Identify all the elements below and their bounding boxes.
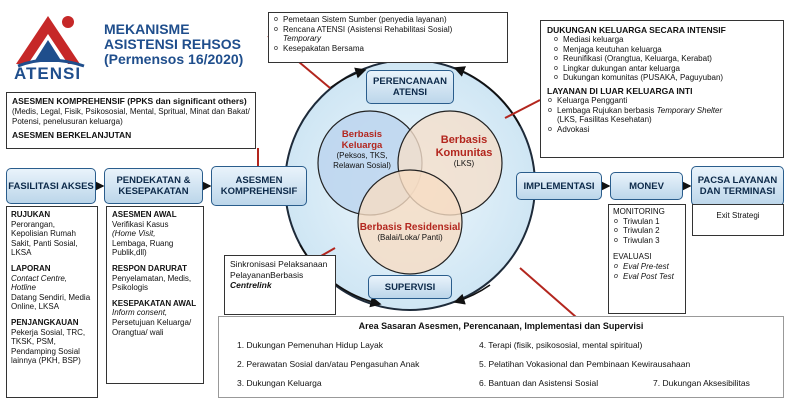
venn-residensial-sub: (Balai/Loka/ Panti) <box>377 233 443 242</box>
venn-komunitas-title: Berbasis Komunitas <box>435 134 493 159</box>
kesepakatan-awal-italic: Inform consent, <box>112 308 168 318</box>
logo-figure-icon <box>16 16 85 68</box>
area-item-1: 1. Dukungan Pemenuhan Hidup Layak <box>237 340 384 350</box>
dukungan-item-3: Reunifikasi (Orangtua, Keluarga, Kerabat… <box>553 54 777 64</box>
venn-residensial-title: Berbasis Residensial <box>359 222 461 233</box>
flow-supervisi: SUPERVISI <box>368 275 452 299</box>
logo-text: ATENSI <box>14 64 82 83</box>
triwulan-3: Triwulan 3 <box>613 236 681 246</box>
perencanaan-item-2-text: Rencana ATENSI (Asistensi Rehabilitasi S… <box>283 24 453 34</box>
kesepakatan-awal-heading: KESEPAKATAN AWAL <box>112 298 197 308</box>
layanan-item-2: Lembaga Rujukan berbasis Temporary Shelt… <box>547 106 777 125</box>
perencanaan-item-1: Pemetaan Sistem Sumber (penyedia layanan… <box>273 15 503 25</box>
venn-keluarga-label: Berbasis Keluarga (Peksos, TKS, Relawan … <box>322 129 402 170</box>
venn-komunitas-sub: (LKS) <box>453 159 475 168</box>
penjangkauan-heading: PENJANGKAUAN <box>11 317 79 327</box>
area-item-4: 4. Terapi (fisik, psikososial, mental sp… <box>479 340 643 350</box>
respon-darurat-heading: RESPON DARURAT <box>112 263 187 273</box>
rujukan-text: Perorangan, Kepolisian Rumah Sakit, Pant… <box>11 219 78 258</box>
asesmen-heading-2: ASESMEN BERKELANJUTAN <box>12 130 132 141</box>
evaluasi-heading: EVALUASI <box>613 252 652 262</box>
layanan-item-2-em: Temporary Shelter <box>656 105 723 115</box>
venn-komunitas-label: Berbasis Komunitas (LKS) <box>424 134 504 169</box>
triwulan-1: Triwulan 1 <box>613 217 681 227</box>
area-sasaran-grid: 1. Dukungan Pemenuhan Hidup Layak 2. Per… <box>227 331 775 391</box>
kesepakatan-awal-text: Persetujuan Keluarga/ Orangtua/ wali <box>112 317 192 337</box>
eval-pre-test: Eval Pre-test <box>613 262 681 272</box>
venn-keluarga-title: Berbasis Keluarga <box>341 129 383 151</box>
flow-pendekatan-kesepakatan: PENDEKATAN & KESEPAKATAN <box>104 168 203 204</box>
asesmen-awal-heading: ASESMEN AWAL <box>112 210 177 219</box>
eval-post-test: Eval Post Test <box>613 272 681 282</box>
perencanaan-detail-box: Pemetaan Sistem Sumber (penyedia layanan… <box>268 12 508 63</box>
dukungan-item-2: Menjaga keutuhan keluarga <box>553 45 777 55</box>
page-title: MEKANISME ASISTENSI REHSOS (Permensos 16… <box>104 22 243 67</box>
pendekatan-detail-box: ASESMEN AWAL Verifikasi Kasus (Home Visi… <box>106 206 204 384</box>
laporan-italic: Contact Centre, Hotline <box>11 273 68 293</box>
dukungan-item-5: Dukungan komunitas (PUSAKA, Paguyuban) <box>553 73 777 83</box>
layanan-item-1: Keluarga Pengganti <box>547 96 777 106</box>
asesmen-text: (Medis, Legal, Fisik, Psikososial, Menta… <box>12 107 250 126</box>
venn-residensial-label: Berbasis Residensial (Balai/Loka/ Panti) <box>352 222 468 243</box>
respon-darurat-text: Penyelamatan, Medis, Psikologis <box>112 273 192 293</box>
monev-detail-box: MONITORING Triwulan 1 Triwulan 2 Triwula… <box>608 204 686 314</box>
flow-monev: MONEV <box>610 172 683 200</box>
area-sasaran-box: Area Sasaran Asesmen, Perencanaan, Imple… <box>218 316 784 398</box>
flow-perencanaan-atensi: PERENCANAAN ATENSI <box>366 70 454 104</box>
title-line-1: MEKANISME <box>104 21 190 37</box>
asesmen-heading: ASESMEN KOMPREHENSIF (PPKS dan significa… <box>12 96 247 106</box>
title-line-3: (Permensos 16/2020) <box>104 51 244 67</box>
area-item-7: 7. Dukungan Aksesibilitas <box>653 378 750 388</box>
perencanaan-item-3: Kesepakatan Bersama <box>273 44 503 54</box>
layanan-item-2-post: (LKS, Fasilitas Kesehatan) <box>557 115 652 125</box>
flow-fasilitasi-akses: FASILITASI AKSES <box>6 168 96 204</box>
area-item-6: 6. Bantuan dan Asistensi Sosial <box>479 378 599 388</box>
area-sasaran-title: Area Sasaran Asesmen, Perencanaan, Imple… <box>358 321 644 331</box>
area-item-3: 3. Dukungan Keluarga <box>237 378 322 388</box>
dukungan-detail-box: DUKUNGAN KELUARGA SECARA INTENSIF Medias… <box>540 20 784 158</box>
asesmen-awal-text-3: Lembaga, Ruang Publik,dll) <box>112 238 174 258</box>
asesmen-detail-box: ASESMEN KOMPREHENSIF (PPKS dan significa… <box>6 92 256 149</box>
monitoring-heading: MONITORING <box>613 207 665 216</box>
sinkronisasi-box: Sinkronisasi Pelaksanaan PelayananBerbas… <box>224 255 336 315</box>
pacsa-detail-box: Exit Strategi <box>692 204 784 236</box>
layanan-heading: LAYANAN DI LUAR KELUARGA INTI <box>547 85 693 96</box>
area-item-5: 5. Pelatihan Vokasional dan Pembinaan Ke… <box>479 359 691 369</box>
venn-circle-residensial <box>357 169 463 275</box>
asesmen-awal-text-1: Verifikasi Kasus <box>112 219 169 229</box>
venn-keluarga-sub: (Peksos, TKS, Relawan Sosial) <box>333 151 391 170</box>
asesmen-awal-text-2: (Home Visit, <box>112 229 156 239</box>
penjangkauan-text: Pekerja Sosial, TRC, TKSK, PSM, Pendampi… <box>11 327 86 366</box>
triwulan-2: Triwulan 2 <box>613 226 681 236</box>
layanan-item-3: Advokasi <box>547 125 777 135</box>
flow-asesmen-komprehensif: ASESMEN KOMPREHENSIF <box>211 166 307 206</box>
dukungan-item-4: Lingkar dukungan antar keluarga <box>553 64 777 74</box>
flow-implementasi: IMPLEMENTASI <box>516 172 602 200</box>
layanan-item-2-pre: Lembaga Rujukan berbasis <box>557 105 657 115</box>
sinkronisasi-em: Centrelink <box>230 280 272 290</box>
sinkronisasi-text: Sinkronisasi Pelaksanaan PelayananBerbas… <box>230 259 328 280</box>
flow-pacsa-layanan: PACSA LAYANAN DAN TERMINASI <box>691 166 784 206</box>
area-item-2: 2. Perawatan Sosial dan/atau Pengasuhan … <box>237 359 420 369</box>
laporan-text: Datang Sendiri, Media Online, LKSA <box>11 292 91 312</box>
perencanaan-item-2-sub: Temporary <box>283 34 321 44</box>
title-line-2: ASISTENSI REHSOS <box>104 36 241 52</box>
fasilitasi-detail-box: RUJUKAN Perorangan, Kepolisian Rumah Sak… <box>6 206 98 398</box>
perencanaan-item-2: Rencana ATENSI (Asistensi Rehabilitasi S… <box>273 25 503 44</box>
dukungan-item-1: Mediasi keluarga <box>553 35 777 45</box>
laporan-heading: LAPORAN <box>11 263 51 273</box>
rujukan-heading: RUJUKAN <box>11 210 51 219</box>
atensi-logo-icon: ATENSI <box>8 10 94 86</box>
exit-strategi-text: Exit Strategi <box>716 211 760 220</box>
dukungan-heading: DUKUNGAN KELUARGA SECARA INTENSIF <box>547 25 726 35</box>
